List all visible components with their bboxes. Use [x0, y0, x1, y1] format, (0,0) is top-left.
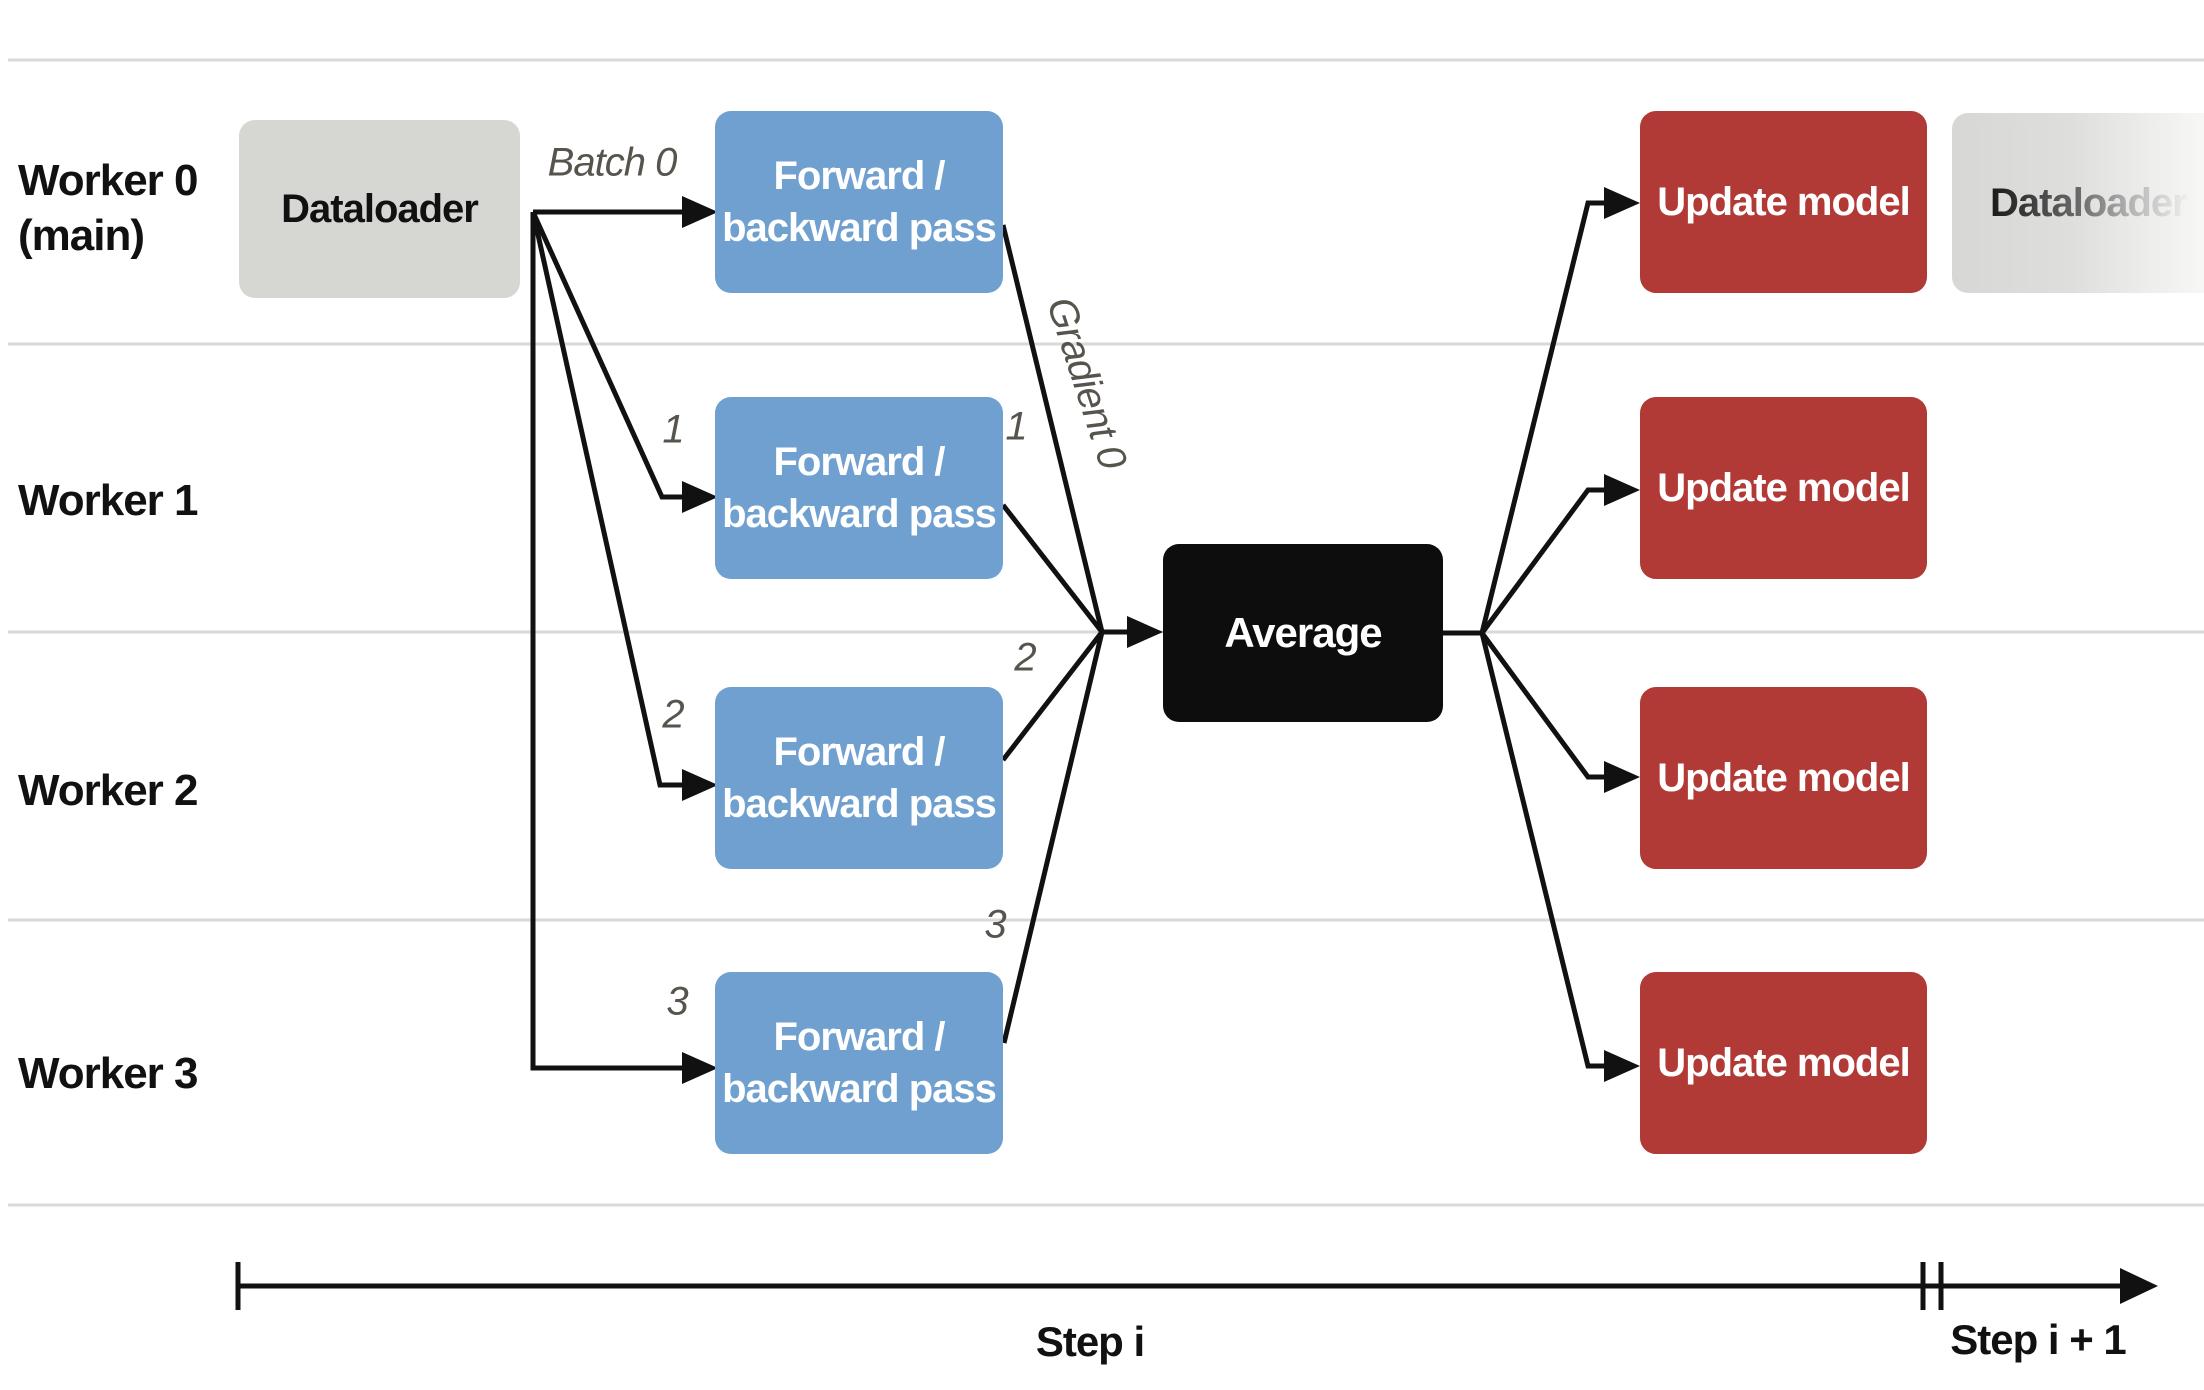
forward-backward-label-line2: backward pass	[722, 782, 997, 826]
forward-backward-label-line1: Forward /	[773, 1015, 945, 1059]
forward-backward-box-worker-1: Forward / backward pass	[715, 397, 1003, 579]
batch-1-number: 1	[662, 407, 684, 452]
batch-2-number: 2	[662, 692, 684, 737]
batch-0-label: Batch 0	[547, 140, 678, 185]
dataloader-box-label: Dataloader	[281, 186, 479, 231]
dataloader-box: Dataloader	[239, 120, 520, 298]
row-label-worker-3: Worker 3	[18, 1049, 198, 1098]
forward-backward-box-worker-3: Forward / backward pass	[715, 972, 1003, 1154]
row-label-worker-0: Worker 0 (main)	[18, 153, 198, 263]
dataloader-next-step-label: Dataloader	[1990, 180, 2188, 225]
forward-backward-label-line1: Forward /	[773, 440, 945, 484]
forward-backward-box-worker-0: Forward / backward pass	[715, 111, 1003, 293]
forward-backward-label-line1: Forward /	[773, 730, 945, 774]
gradient-2-number: 2	[1014, 635, 1036, 680]
update-model-box-worker-2: Update model	[1640, 687, 1927, 869]
step-i-plus-1-label: Step i + 1	[1950, 1316, 2127, 1363]
forward-backward-label-line2: backward pass	[722, 492, 997, 536]
update-model-box-worker-1: Update model	[1640, 397, 1927, 579]
update-model-box-worker-0: Update model	[1640, 111, 1927, 293]
row-label-worker-1: Worker 1	[18, 476, 198, 525]
worker-0-sublabel: (main)	[18, 211, 145, 260]
update-model-label: Update model	[1657, 465, 1910, 510]
gradient-3-number: 3	[984, 902, 1006, 947]
forward-backward-label-line2: backward pass	[722, 206, 997, 250]
update-model-label: Update model	[1657, 1040, 1910, 1085]
update-model-label: Update model	[1657, 755, 1910, 800]
batch-3-number: 3	[666, 979, 688, 1024]
gradient-arrows	[1000, 224, 1163, 1044]
batch-arrows	[530, 196, 718, 1084]
step-timeline-axis	[235, 1262, 2158, 1310]
worker-0-label: Worker 0	[18, 156, 198, 205]
forward-backward-box-worker-2: Forward / backward pass	[715, 687, 1003, 869]
forward-backward-label-line2: backward pass	[722, 1067, 997, 1111]
forward-backward-label-line1: Forward /	[773, 154, 945, 198]
average-box: Average	[1163, 544, 1443, 722]
step-i-label: Step i	[1035, 1318, 1145, 1365]
average-box-label: Average	[1224, 609, 1382, 656]
update-model-box-worker-3: Update model	[1640, 972, 1927, 1154]
update-model-label: Update model	[1657, 179, 1910, 224]
row-label-worker-2: Worker 2	[18, 766, 198, 815]
dataloader-next-step-box: Dataloader	[1952, 113, 2204, 293]
gradient-1-number: 1	[1005, 404, 1027, 449]
update-arrows	[1443, 187, 1640, 1082]
